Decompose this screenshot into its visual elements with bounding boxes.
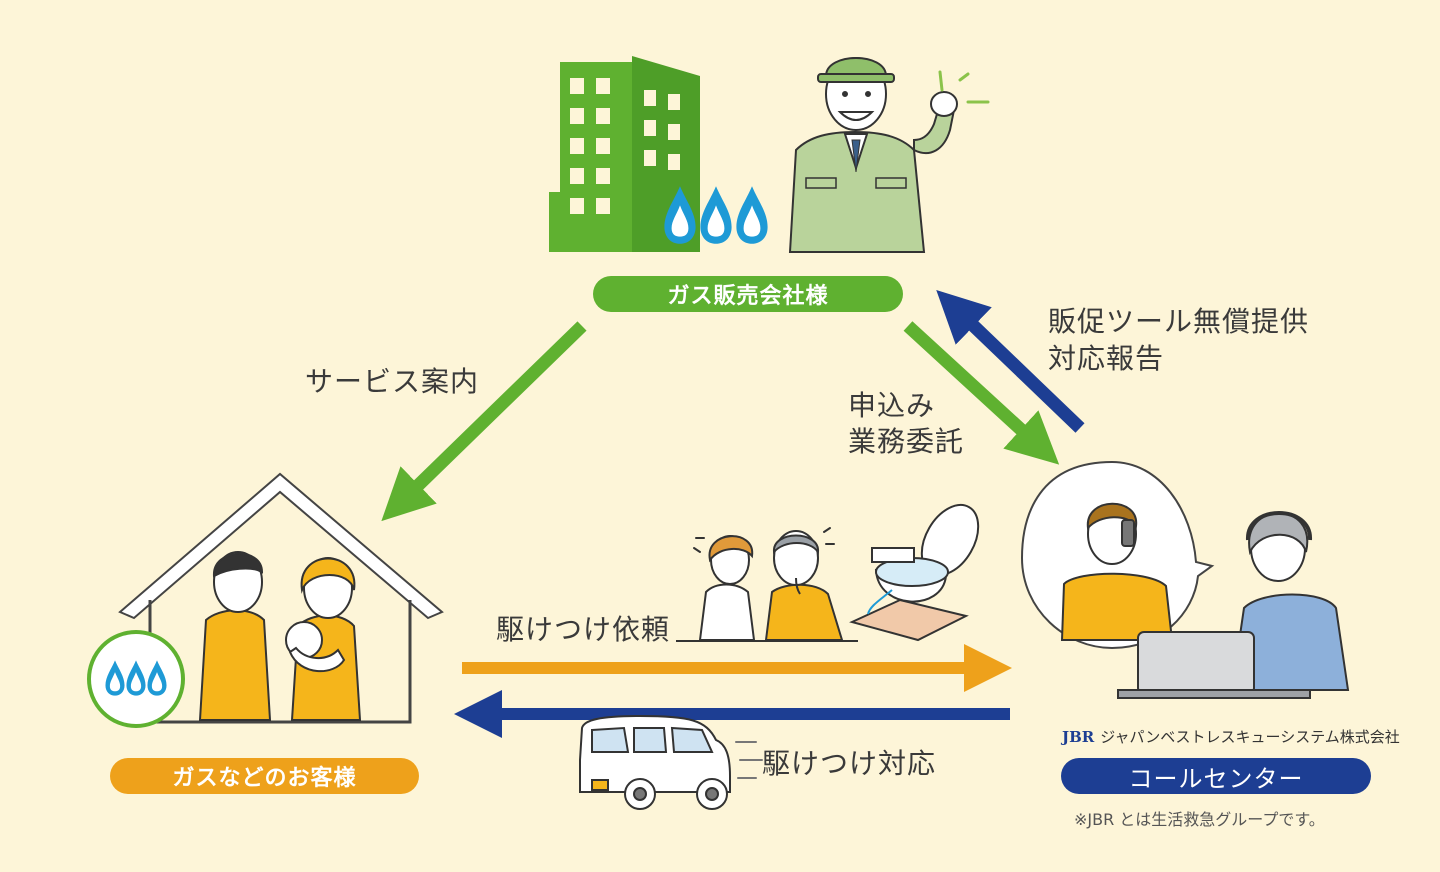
outsourcing-label: 業務委託 — [848, 425, 965, 458]
service-guide-label: サービス案内 — [305, 365, 480, 398]
caller-illustration — [1060, 502, 1174, 641]
call-center-badge: コールセンター — [1061, 758, 1371, 794]
customer-badge: ガスなどのお客様 — [110, 758, 419, 794]
excitement-marks — [938, 70, 990, 104]
family-illustration — [198, 551, 362, 721]
footnote: ※JBR とは生活救急グループです。 — [1074, 810, 1325, 829]
flame-icon-group-customer — [105, 660, 167, 696]
flame-icon-group-company — [664, 186, 768, 244]
rush-response-label: 駆けつけ対応 — [762, 747, 937, 780]
promo-tools-label: 販促ツール無償提供 — [1048, 305, 1310, 338]
gas-flame-icon — [700, 186, 732, 244]
report-label: 対応報告 — [1048, 342, 1165, 375]
application-arrow — [903, 321, 1060, 465]
motion-lines — [735, 741, 763, 779]
rush-request-label: 駆けつけ依頼 — [496, 613, 671, 646]
worried-couple-illustration — [698, 530, 844, 641]
van-illustration — [579, 714, 731, 810]
company-name: ジャパンベストレスキューシステム株式会社 — [1100, 728, 1400, 746]
operator-illustration — [1117, 511, 1350, 699]
report-arrow — [936, 289, 1085, 433]
service-guide-arrow — [381, 321, 587, 522]
gas-company-badge: ガス販売会社様 — [593, 276, 903, 312]
worker-illustration — [788, 57, 958, 253]
jbr-logo: JBR — [1062, 728, 1095, 746]
gas-flame-icon — [736, 186, 768, 244]
worry-marks — [693, 527, 835, 553]
application-label: 申込み — [848, 389, 936, 422]
company-line: JBR ジャパンベストレスキューシステム株式会社 — [1062, 726, 1400, 747]
toilet-illustration — [849, 503, 980, 642]
